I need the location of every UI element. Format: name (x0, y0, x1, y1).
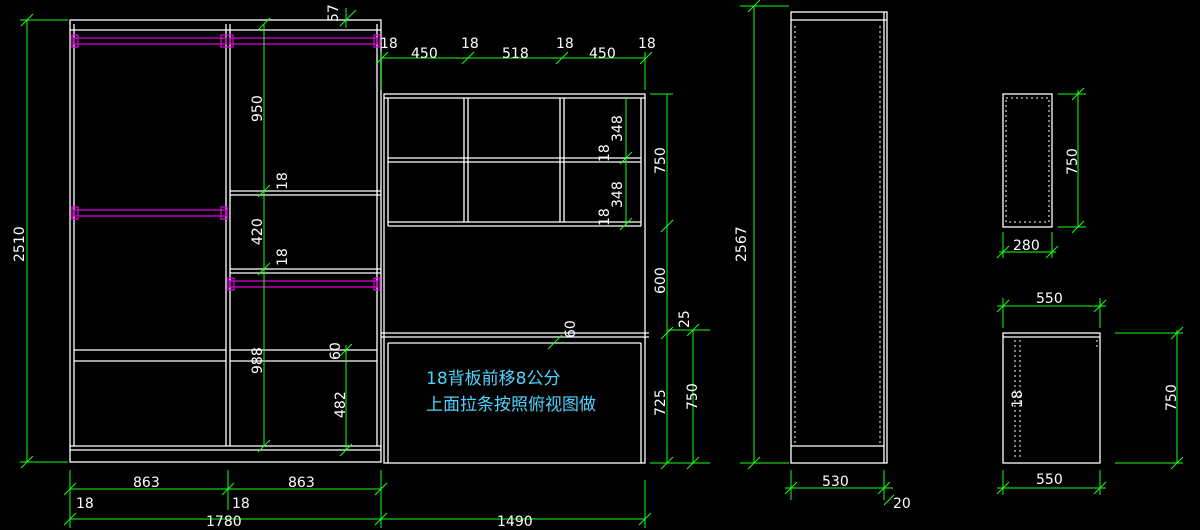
dim-18-mid2: 18 (275, 248, 291, 266)
annotation-note: 18背板前移8公分 上面拉条按照俯视图做 (426, 369, 596, 415)
tall-side-view (790, 11, 888, 464)
dim-750-small: 750 (1065, 148, 1081, 175)
dim-18-right1: 18 (597, 144, 613, 162)
rail-bracket (220, 206, 228, 220)
rail-bracket (373, 34, 381, 48)
dimension-labels: 57 18 450 18 518 18 450 18 950 18 420 18… (12, 4, 1180, 530)
hanging-rail-2 (229, 37, 378, 45)
dim-750-mid: 750 (685, 383, 701, 410)
hanging-rail-3 (73, 209, 227, 217)
wardrobe-outline (69, 19, 382, 463)
dim-280: 280 (1013, 238, 1040, 254)
dim-18-right2: 18 (597, 208, 613, 226)
dim-60-left: 60 (328, 342, 344, 360)
wardrobe-front-view (69, 19, 382, 463)
dim-530: 530 (822, 474, 849, 490)
dim-550-bot: 550 (1036, 472, 1063, 488)
rail-bracket (373, 277, 381, 291)
note-line-1: 18背板前移8公分 (426, 369, 560, 389)
dim-750-lower: 750 (1164, 384, 1180, 411)
small-box-dashed (1005, 97, 1050, 223)
dim-20: 20 (893, 496, 911, 512)
dim-450-a: 450 (411, 46, 438, 62)
dim-2567: 2567 (734, 226, 750, 262)
dim-348-a: 348 (610, 115, 626, 142)
dim-420: 420 (250, 218, 266, 245)
dim-1490: 1490 (497, 514, 533, 530)
lower-box-view (1002, 332, 1101, 464)
dim-57: 57 (326, 4, 342, 22)
cabinet-outline (383, 93, 646, 464)
dim-18-mid1: 18 (275, 172, 291, 190)
note-line-2: 上面拉条按照俯视图做 (426, 395, 596, 415)
dim-518: 518 (502, 46, 529, 62)
small-box-outline (1002, 93, 1053, 228)
dimension-lines (20, 0, 1184, 528)
dim-348-b: 348 (610, 181, 626, 208)
rail-bracket (71, 34, 79, 48)
dim-25: 25 (677, 310, 693, 328)
dim-863-b: 863 (288, 475, 315, 491)
dim-18-bot-b: 18 (232, 496, 250, 512)
cabinet-front-view (381, 93, 649, 464)
dim-988: 988 (250, 347, 266, 374)
dim-750-top: 750 (653, 147, 669, 174)
rail-bracket (71, 206, 79, 220)
dim-18-d: 18 (638, 36, 656, 52)
dim-863-a: 863 (133, 475, 160, 491)
rail-bracket (220, 34, 234, 48)
dim-725: 725 (653, 389, 669, 416)
hanging-rail-1 (73, 37, 227, 45)
side-view-outline (790, 11, 888, 464)
hanging-rail-4 (229, 280, 378, 288)
rail-bracket (227, 277, 235, 291)
dim-18-top: 18 (380, 36, 398, 52)
dim-18-bot-a: 18 (76, 496, 94, 512)
dim-18-b: 18 (461, 36, 479, 52)
dim-482: 482 (333, 391, 349, 418)
dim-1780: 1780 (206, 514, 242, 530)
dim-450-b: 450 (589, 46, 616, 62)
dim-550-top: 550 (1036, 291, 1063, 307)
lower-box-outline (1002, 332, 1101, 464)
dim-600: 600 (653, 267, 669, 294)
dim-950: 950 (250, 95, 266, 122)
dim-18-small: 18 (1010, 390, 1026, 408)
dim-2510: 2510 (12, 226, 28, 262)
small-box-view (1002, 93, 1053, 228)
dim-60-center: 60 (563, 320, 579, 338)
dim-18-c: 18 (556, 36, 574, 52)
